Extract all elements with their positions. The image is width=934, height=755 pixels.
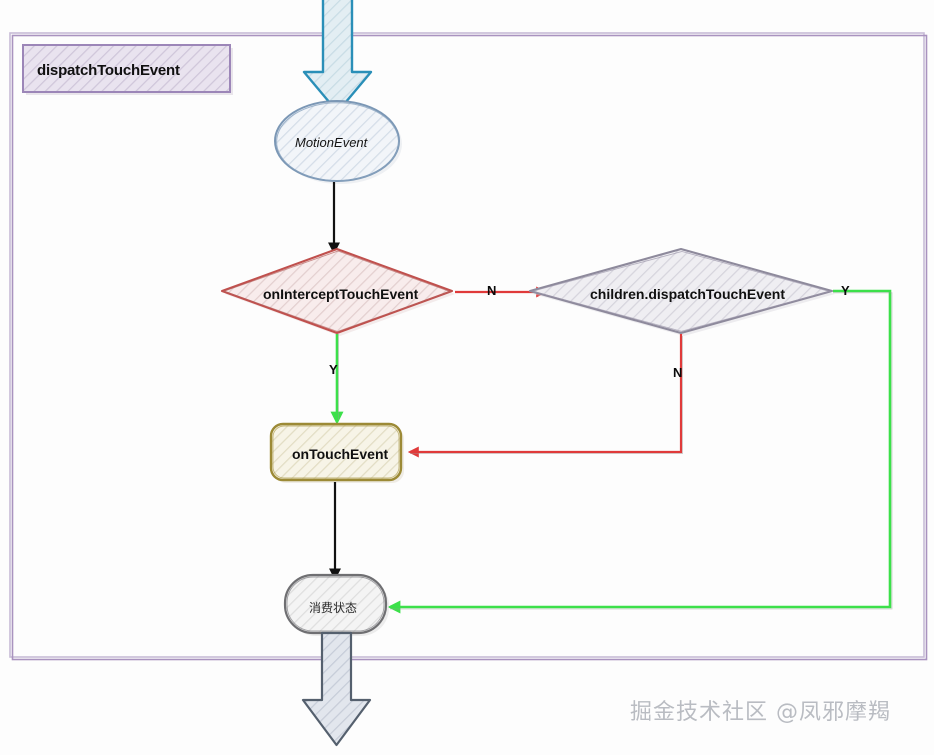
exit-block-arrow — [301, 631, 372, 747]
edge-childrendispatch-yes-to-consumestate — [387, 289, 893, 614]
node-childrendispatchtouchevent[interactable] — [528, 247, 835, 336]
entry-block-arrow — [302, 0, 373, 114]
edge-childrendispatch-no-to-ontouchevent — [407, 334, 683, 458]
node-onintercepttouchevent[interactable] — [220, 247, 455, 336]
container-title-box — [22, 44, 233, 95]
edge-onintercept-yes-to-ontouchevent — [330, 334, 344, 425]
edge-label-children-no: N — [673, 365, 683, 380]
flow-container-box — [9, 32, 928, 661]
node-ontouchevent[interactable] — [269, 422, 404, 483]
node-motionevent[interactable] — [274, 100, 402, 184]
edge-label-intercept-no: N — [487, 283, 497, 298]
edge-label-children-yes: Y — [841, 283, 850, 298]
edge-label-intercept-yes: Y — [329, 362, 338, 377]
node-consumestate[interactable] — [283, 573, 389, 636]
